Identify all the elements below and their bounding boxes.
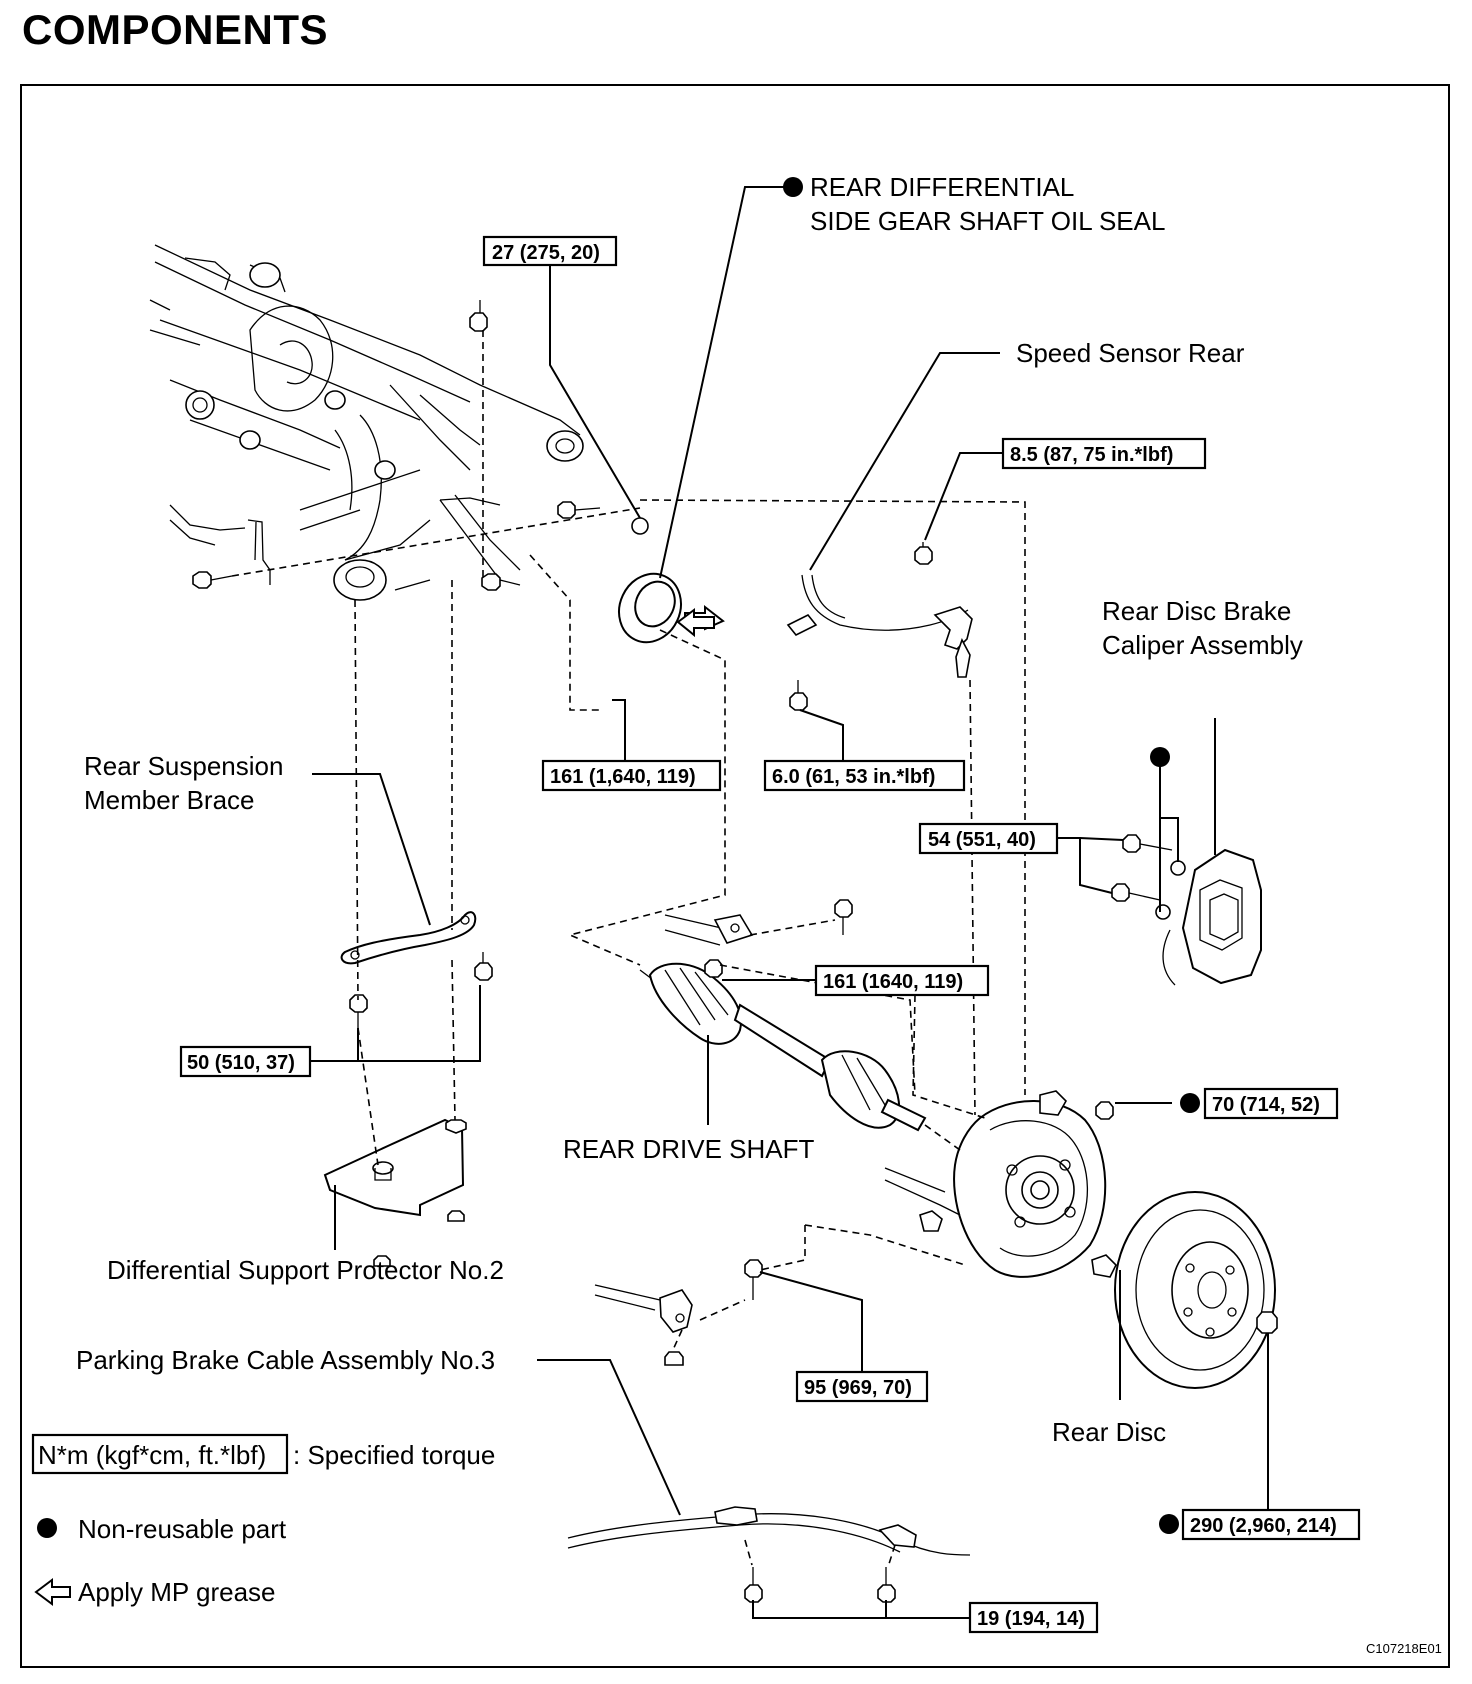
caliper-label-line2: Caliper Assembly [1102, 630, 1303, 660]
torque-box [918, 822, 1059, 855]
brace-label-line2: Member Brace [84, 785, 255, 815]
oil-seal-label-line2: SIDE GEAR SHAFT OIL SEAL [810, 206, 1165, 236]
rear-disc-part [1114, 1191, 1278, 1389]
legend-grease: Apply MP grease [78, 1577, 276, 1607]
non-reusable-dot [783, 177, 803, 197]
torque-box [541, 759, 722, 792]
leader-lines [310, 186, 1269, 1619]
rear-disc-label: Rear Disc [1052, 1417, 1166, 1447]
protector-part [323, 1118, 467, 1267]
oil-seal-label-line1: REAR DIFFERENTIAL [810, 172, 1074, 202]
legend-torque-unit: N*m (kgf*cm, ft.*lbf) [38, 1440, 266, 1470]
non-reusable-dot [1150, 747, 1170, 767]
grease-arrow-icon [676, 608, 715, 638]
legend-torque-desc: : Specified torque [293, 1440, 495, 1470]
brace-label-line1: Rear Suspension [84, 751, 283, 781]
legend-dot-icon [37, 1518, 57, 1538]
drive-shaft-label: REAR DRIVE SHAFT [563, 1134, 814, 1164]
parking-cable-label: Parking Brake Cable Assembly No.3 [76, 1345, 495, 1375]
part-labels: REAR DIFFERENTIAL SIDE GEAR SHAFT OIL SE… [76, 172, 1303, 1447]
oil-seal-part [618, 572, 725, 644]
rear-suspension-member-drawing [149, 244, 649, 601]
caliper-part [1111, 834, 1262, 986]
legend: N*m (kgf*cm, ft.*lbf) : Specified torque… [31, 1433, 495, 1607]
torque-box [968, 1601, 1099, 1634]
torque-specs: 27 (275, 20) 8.5 (87, 75 in.*lbf) 161 (1… [179, 235, 1361, 1634]
torque-box [1203, 1087, 1339, 1120]
non-reusable-dot [1180, 1093, 1200, 1113]
torque-box [1181, 1508, 1361, 1541]
protector-label: Differential Support Protector No.2 [107, 1255, 504, 1285]
speed-sensor-part [786, 542, 973, 711]
torque-box [482, 235, 618, 267]
legend-grease-arrow-icon [34, 1578, 71, 1606]
non-reusable-markers [783, 177, 1200, 1534]
torque-value: 290 (2,960, 214) [1190, 1515, 1337, 1537]
diagram-frame [20, 84, 1450, 1668]
torque-box [179, 1045, 312, 1078]
torque-box [795, 1370, 929, 1403]
page-title: COMPONENTS [22, 6, 329, 53]
non-reusable-dot [1159, 1514, 1179, 1534]
member-brace-part [340, 911, 493, 1028]
figure-code: C107218E01 [1366, 1641, 1442, 1656]
torque-value: 161 (1640, 119) [823, 971, 963, 993]
assembly-dashed-lines [231, 330, 1026, 1568]
torque-value: 6.0 (61, 53 in.*lbf) [772, 766, 935, 788]
torque-value: 50 (510, 37) [187, 1052, 295, 1074]
caliper-label-line1: Rear Disc Brake [1102, 596, 1291, 626]
torque-box [1001, 437, 1207, 470]
torque-value: 95 (969, 70) [804, 1377, 912, 1399]
drive-shaft-part [639, 962, 927, 1132]
torque-value: 8.5 (87, 75 in.*lbf) [1010, 444, 1173, 466]
torque-box [814, 964, 990, 997]
legend-torque-box [31, 1433, 289, 1475]
torque-value: 161 (1,640, 119) [550, 766, 696, 788]
shaft-flange-part [664, 899, 853, 978]
cable-clamp-part [594, 1259, 763, 1366]
torque-value: 27 (275, 20) [492, 242, 600, 264]
torque-value: 54 (551, 40) [928, 829, 1036, 851]
knuckle-hub-part [884, 1090, 1117, 1278]
parking-cable-part [567, 1506, 971, 1603]
torque-value: 70 (714, 52) [1212, 1094, 1320, 1116]
torque-value: 19 (194, 14) [977, 1608, 1085, 1630]
speed-sensor-label: Speed Sensor Rear [1016, 338, 1245, 368]
torque-box [763, 759, 966, 792]
legend-non-reusable: Non-reusable part [78, 1514, 287, 1544]
